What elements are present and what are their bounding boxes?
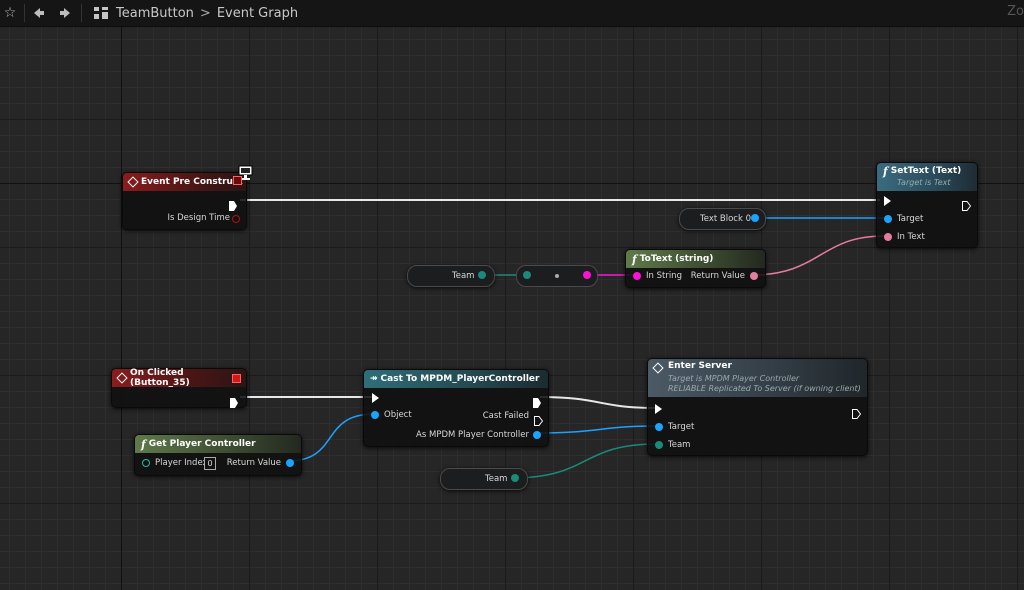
- cast-arrows-icon: ↠: [370, 374, 378, 384]
- event-diamond-icon: [127, 176, 139, 188]
- set-text-subtitle: Target is Text: [897, 178, 951, 187]
- team-output-pin-bottom[interactable]: [511, 474, 519, 482]
- cast-failed-pin[interactable]: [534, 411, 544, 426]
- delegate-pin[interactable]: [233, 176, 242, 185]
- to-text-return-label: Return Value: [690, 271, 745, 281]
- function-icon: f: [883, 165, 888, 178]
- text-block-output-pin[interactable]: [751, 214, 759, 222]
- forward-arrow-icon[interactable]: [57, 7, 73, 19]
- conversion-input-pin[interactable]: [523, 271, 531, 279]
- exec-output-pin[interactable]: [230, 393, 238, 408]
- exec-wire-cast-enterserver: [539, 396, 656, 409]
- graph-toolbar: ☆ TeamButton > Event Graph Zo: [0, 0, 1024, 27]
- in-string-pin[interactable]: [633, 272, 641, 280]
- event-pre-construct-header: Event Pre Construct: [123, 173, 246, 191]
- exec-output-pin[interactable]: [533, 393, 541, 408]
- player-index-pin[interactable]: [142, 459, 150, 467]
- enter-server-node[interactable]: Enter Server Target is MPDM Player Contr…: [647, 358, 868, 456]
- get-player-controller-return-pin[interactable]: [286, 459, 294, 467]
- breadcrumb-separator: >: [199, 5, 211, 21]
- function-icon: f: [632, 252, 637, 266]
- object-label: Object: [384, 410, 412, 420]
- get-player-controller-header: f Get Player Controller: [135, 435, 301, 453]
- team-variable-node-bottom[interactable]: Team: [440, 468, 528, 490]
- team-variable-node-top[interactable]: Team: [407, 265, 495, 287]
- exec-output-pin[interactable]: [962, 196, 972, 211]
- enter-server-target-pin[interactable]: [655, 423, 663, 431]
- exec-output-pin[interactable]: [852, 404, 862, 419]
- set-text-header: f SetText (Text) Target is Text: [877, 163, 977, 191]
- event-pre-construct-title: Event Pre Construct: [141, 177, 243, 187]
- to-text-return-pin[interactable]: [750, 272, 758, 280]
- event-pre-construct-node[interactable]: Event Pre Construct Is Design Time: [122, 172, 247, 230]
- graph-icon: [92, 6, 110, 20]
- wire-team-enterserver: [511, 443, 658, 479]
- exec-output-pin[interactable]: [229, 196, 237, 211]
- on-clicked-title: On Clicked (Button_35): [129, 368, 190, 388]
- wire-getpc-object: [287, 413, 375, 462]
- exec-input-pin[interactable]: [372, 393, 379, 403]
- team-label-bottom: Team: [485, 474, 508, 484]
- is-design-time-label: Is Design Time: [167, 213, 231, 223]
- to-text-node[interactable]: f ToText (string) In String Return Value: [625, 249, 766, 288]
- cast-to-header: ↠ Cast To MPDM_PlayerController: [364, 370, 548, 388]
- conversion-node[interactable]: [516, 265, 598, 287]
- text-block-label: Text Block 0: [700, 214, 751, 224]
- enter-server-subtitle-2: RELIABLE Replicated To Server (if owning…: [668, 384, 861, 393]
- exec-input-pin[interactable]: [884, 196, 891, 206]
- target-label: Target: [897, 214, 924, 224]
- function-icon: f: [141, 437, 146, 451]
- get-player-controller-return-label: Return Value: [226, 458, 281, 468]
- graph-axis-horizontal: [0, 183, 1024, 184]
- toolbar-divider: [24, 4, 25, 22]
- event-diamond-icon: [652, 362, 664, 374]
- in-text-label: In Text: [897, 232, 925, 242]
- team-output-pin-top[interactable]: [478, 271, 486, 279]
- set-text-node[interactable]: f SetText (Text) Target is Text Target I…: [876, 162, 978, 248]
- on-clicked-node[interactable]: On Clicked (Button_35): [111, 368, 247, 408]
- zoom-label: Zo: [1007, 4, 1024, 19]
- cast-failed-label: Cast Failed: [482, 411, 529, 421]
- set-text-title: SetText (Text): [890, 166, 962, 176]
- player-index-input[interactable]: 0: [204, 457, 216, 470]
- graph-axis-vertical: [121, 26, 122, 590]
- conversion-dot: [555, 274, 559, 278]
- back-arrow-icon[interactable]: [31, 7, 47, 19]
- cast-to-node[interactable]: ↠ Cast To MPDM_PlayerController Object C…: [363, 369, 549, 447]
- as-player-controller-pin[interactable]: [533, 431, 541, 439]
- get-player-controller-node[interactable]: f Get Player Controller Player Index 0 R…: [134, 434, 302, 476]
- target-pin[interactable]: [884, 215, 892, 223]
- as-player-controller-label: As MPDM Player Controller: [416, 430, 529, 440]
- monitor-icon: [236, 165, 254, 185]
- in-string-label: In String: [646, 271, 682, 281]
- enter-server-subtitle-1: Target is MPDM Player Controller: [668, 374, 800, 383]
- team-label-top: Team: [452, 271, 475, 281]
- enter-server-team-label: Team: [668, 440, 691, 450]
- enter-server-target-label: Target: [668, 422, 695, 432]
- wire-totext-intext: [751, 235, 885, 276]
- on-clicked-header: On Clicked (Button_35): [112, 368, 246, 388]
- cast-to-title: Cast To MPDM_PlayerController: [380, 374, 540, 384]
- to-text-title: ToText (string): [639, 254, 714, 264]
- to-text-header: f ToText (string): [626, 250, 765, 268]
- enter-server-title: Enter Server: [668, 361, 732, 371]
- enter-server-header: Enter Server Target is MPDM Player Contr…: [648, 359, 867, 397]
- event-diamond-icon: [116, 372, 128, 384]
- in-text-pin[interactable]: [884, 233, 892, 241]
- wire-as-target: [534, 425, 658, 434]
- star-icon[interactable]: ☆: [3, 5, 17, 21]
- enter-server-team-pin[interactable]: [655, 441, 663, 449]
- breadcrumb-root[interactable]: TeamButton: [116, 5, 194, 21]
- conversion-output-pin[interactable]: [583, 271, 591, 279]
- player-index-label: Player Index: [155, 458, 208, 468]
- breadcrumb-current[interactable]: Event Graph: [216, 5, 299, 21]
- is-design-time-pin[interactable]: [232, 215, 240, 223]
- delegate-pin[interactable]: [232, 374, 241, 383]
- toolbar-divider: [81, 4, 82, 22]
- text-block-variable-node[interactable]: Text Block 0: [679, 208, 766, 230]
- exec-input-pin[interactable]: [655, 404, 662, 414]
- get-player-controller-title: Get Player Controller: [148, 439, 256, 449]
- object-pin[interactable]: [371, 411, 379, 419]
